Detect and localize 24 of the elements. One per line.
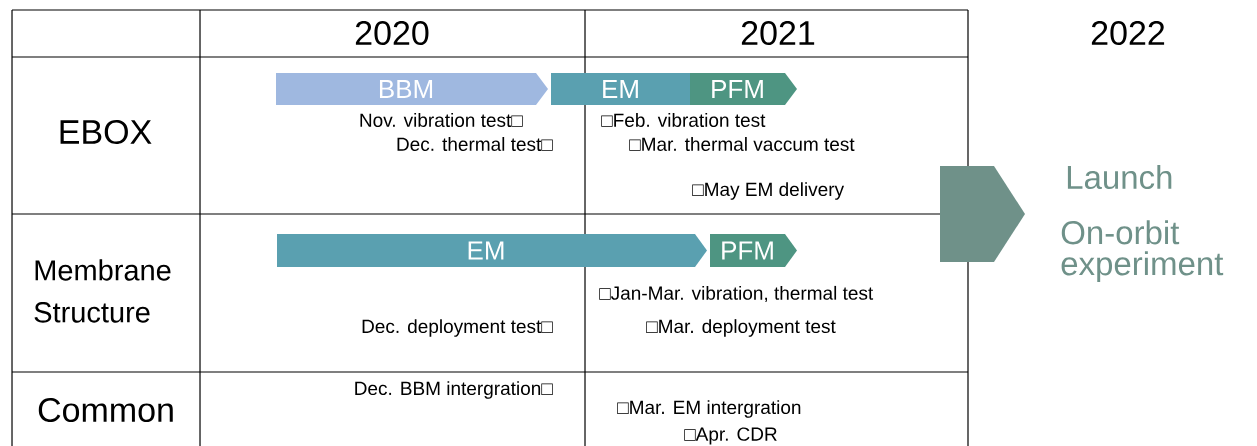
row-heading: EBOX (60, 119, 152, 145)
year-heading: 2021 (741, 20, 815, 46)
phase-bar: EM (551, 73, 702, 105)
row-heading: Common (38, 397, 173, 422)
event-note: □Mar. deployment test (646, 319, 836, 337)
event-note: □Apr. CDR (684, 427, 777, 445)
event-note: Dec. BBM intergration□ (355, 381, 553, 399)
event-note: □Feb. vibration test (601, 113, 766, 127)
year-heading: 2022 (1091, 20, 1165, 46)
phase-bar: PFM (690, 73, 797, 105)
row-heading: Membrane Structure (34, 259, 171, 323)
event-note: □Mar. thermal vaccum test (629, 137, 855, 151)
phase-bar: BBM (276, 73, 548, 105)
event-note: □Jan-Mar. vibration, thermal test (599, 285, 874, 303)
event-note: □May EM delivery (692, 182, 845, 200)
event-note: □Mar. EM intergration (617, 400, 801, 418)
event-note: Nov. vibration test□ (360, 113, 523, 127)
milestone-chevron (940, 166, 1025, 262)
phase-bar: EM (277, 234, 707, 267)
event-note: Dec. deployment test□ (362, 319, 553, 337)
side-label: On-orbit experiment (1061, 220, 1224, 282)
side-label: Launch (1067, 164, 1172, 190)
event-note: Dec. thermal test□ (397, 137, 553, 151)
phase-bar: PFM (710, 234, 797, 267)
